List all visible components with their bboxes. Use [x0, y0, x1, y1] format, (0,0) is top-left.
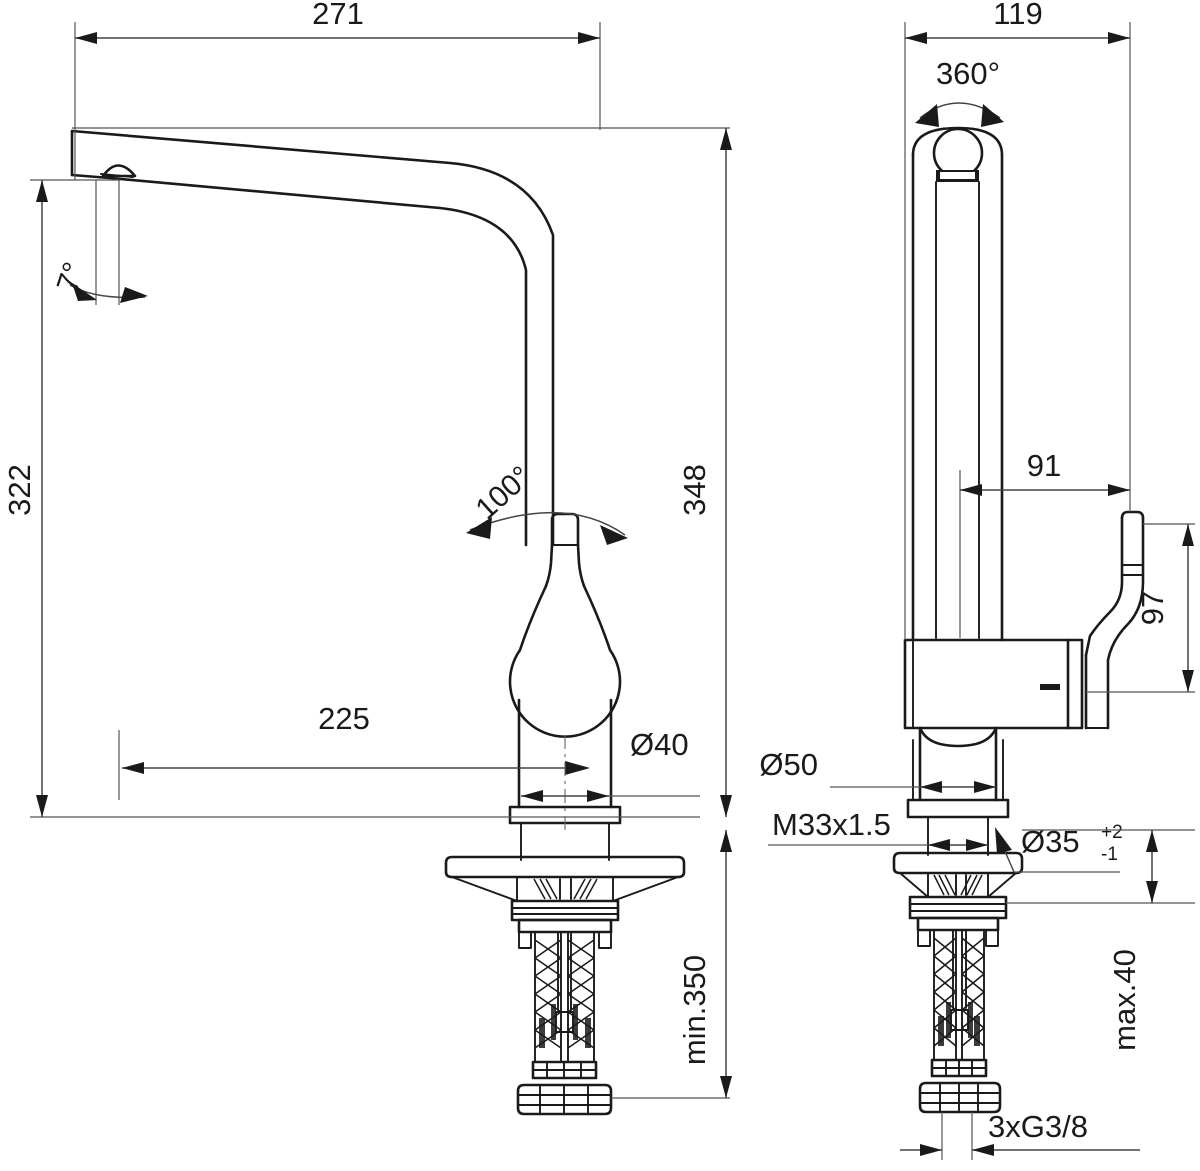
dim-label-min350: min.350 [677, 955, 712, 1065]
dim-label-dia35-tol-plus: +2 [1101, 822, 1123, 843]
dimension-348: 348 [677, 128, 732, 817]
dimension-dia40: Ø40 [521, 727, 700, 802]
dimension-3xg38: 3xG3/8 [900, 1109, 1140, 1160]
dimension-97: 97 [1086, 523, 1195, 693]
dim-label-m33: M33x1.5 [772, 807, 891, 842]
dim-label-119: 119 [993, 0, 1042, 31]
braided-hose-bundle-front [933, 929, 985, 1061]
dim-label-225: 225 [318, 701, 370, 736]
dimension-119: 119 [904, 0, 1131, 640]
dim-label-dia35-tol-minus: -1 [1101, 844, 1118, 865]
braided-hose-bundle [534, 931, 595, 1063]
dim-label-348: 348 [677, 464, 712, 516]
front-view-faucet-body [892, 126, 1145, 1114]
dim-label-97: 97 [1135, 591, 1170, 625]
dim-label-322: 322 [2, 464, 37, 516]
dimension-dia50: Ø50 [759, 747, 996, 793]
side-view-faucet-body [70, 129, 686, 1116]
dim-label-3xg38: 3xG3/8 [988, 1109, 1088, 1144]
dimension-360-degrees: 360° [915, 56, 1004, 127]
dimension-100-degrees: 100° [466, 460, 628, 545]
dim-label-dia40: Ø40 [630, 727, 689, 762]
dimension-322: 322 [2, 179, 700, 818]
dimension-271: 271 [74, 0, 601, 180]
dim-label-7-degrees: 7° [51, 258, 91, 295]
dim-label-360-degrees: 360° [936, 56, 1000, 91]
dim-label-dia35: Ø35 [1021, 824, 1080, 859]
dimension-225: 225 [118, 701, 590, 800]
dim-label-271: 271 [312, 0, 364, 31]
dim-label-91: 91 [1027, 448, 1061, 483]
dimension-m33: M33x1.5 [768, 807, 988, 851]
dimension-7-degrees: 7° [51, 180, 148, 305]
dimension-min350: min.350 [611, 830, 732, 1099]
dimension-91: 91 [959, 448, 1130, 638]
dim-label-max40: max.40 [1107, 949, 1142, 1051]
dimension-max40: max.40 [1006, 829, 1195, 1051]
dim-label-dia50: Ø50 [759, 747, 818, 782]
dim-label-100-degrees: 100° [470, 460, 538, 526]
